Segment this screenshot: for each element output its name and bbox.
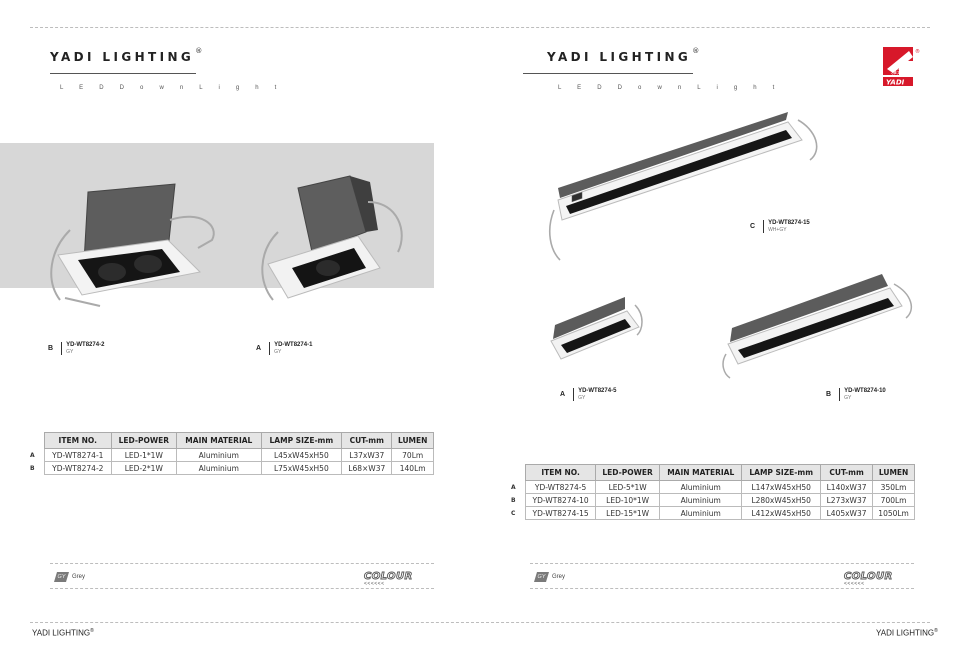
column-header: MAIN MATERIAL bbox=[176, 432, 262, 449]
colour-divider-top-left bbox=[50, 563, 434, 564]
brand-rule-right bbox=[523, 73, 693, 74]
column-header: LAMP SIZE-mm bbox=[260, 432, 343, 449]
table-header-row: ITEM NO. LED-POWER MAIN MATERIAL LAMP SI… bbox=[511, 464, 915, 481]
column-header: ITEM NO. bbox=[524, 464, 597, 481]
table-header-row: ITEM NO. LED-POWER MAIN MATERIAL LAMP SI… bbox=[30, 432, 434, 449]
column-header: CUT-mm bbox=[819, 464, 874, 481]
product-image-yd-wt8274-2 bbox=[50, 183, 215, 307]
product-image-yd-wt8274-5 bbox=[550, 297, 643, 360]
brand-rule-left bbox=[50, 73, 196, 74]
brand-title-left: YADI LIGHTING® bbox=[50, 47, 203, 64]
spec-table-left: ITEM NO. LED-POWER MAIN MATERIAL LAMP SI… bbox=[30, 432, 434, 475]
colour-divider-bottom-right bbox=[530, 588, 914, 589]
subtitle-left: L E D D o w n L i g h t bbox=[60, 85, 284, 91]
footer-brand-right: YADI LIGHTING® bbox=[876, 628, 938, 638]
column-header: CUT-mm bbox=[341, 432, 393, 449]
product-image-yd-wt8274-1 bbox=[261, 175, 403, 301]
column-header: MAIN MATERIAL bbox=[659, 464, 743, 481]
product-image-yd-wt8274-10 bbox=[722, 274, 913, 379]
brand-title-right: YADI LIGHTING® bbox=[547, 47, 700, 64]
subtitle-right: L E D D o w n L i g h t bbox=[558, 85, 782, 91]
colour-heading-left: COLOUR<<<<<< bbox=[364, 571, 413, 587]
colour-divider-top-right bbox=[530, 563, 914, 564]
svg-text:®: ® bbox=[915, 48, 920, 55]
footer-brand-left: YADI LIGHTING® bbox=[32, 628, 94, 638]
column-header: LUMEN bbox=[391, 432, 434, 449]
led-cells bbox=[571, 191, 583, 203]
top-divider bbox=[30, 27, 930, 28]
column-header: LUMEN bbox=[872, 464, 915, 481]
colour-divider-bottom-left bbox=[50, 588, 434, 589]
column-header: LAMP SIZE-mm bbox=[741, 464, 821, 481]
column-header: ITEM NO. bbox=[44, 432, 112, 449]
svg-text:雅迪: 雅迪 bbox=[891, 68, 903, 76]
footer-divider bbox=[30, 622, 930, 623]
column-header: LED-POWER bbox=[595, 464, 661, 481]
svg-text:YADI: YADI bbox=[886, 79, 905, 87]
spec-table-right: ITEM NO. LED-POWER MAIN MATERIAL LAMP SI… bbox=[511, 464, 915, 520]
yadi-logo: 雅迪 YADI ® bbox=[883, 47, 920, 87]
column-header: LED-POWER bbox=[110, 432, 178, 449]
colour-heading-right: COLOUR<<<<<< bbox=[844, 571, 893, 587]
product-image-yd-wt8274-15 bbox=[548, 112, 818, 261]
